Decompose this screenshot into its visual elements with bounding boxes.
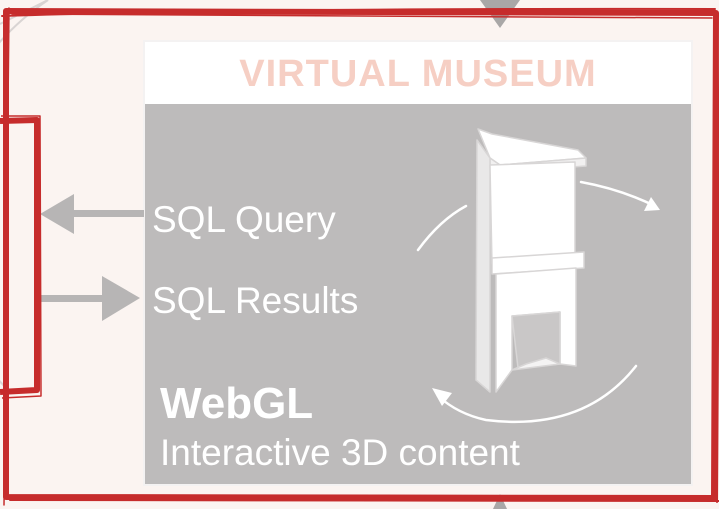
rotate-arrows-icon [416,180,660,424]
arrow-right-icon [40,276,140,321]
webgl-title: WebGL [160,379,314,428]
virtual-museum-panel: VIRTUAL MUSEUM [143,40,693,486]
webgl-subtitle: Interactive 3D content [160,432,520,473]
panel-title: VIRTUAL MUSEUM [145,42,691,104]
left-frame [0,115,42,399]
arrow-left-icon [40,194,144,234]
outer-frame [1,7,719,506]
sql-results-label: SQL Results [152,280,359,321]
fireplace-3d-model-icon [475,128,587,393]
sql-query-label: SQL Query [152,199,336,240]
